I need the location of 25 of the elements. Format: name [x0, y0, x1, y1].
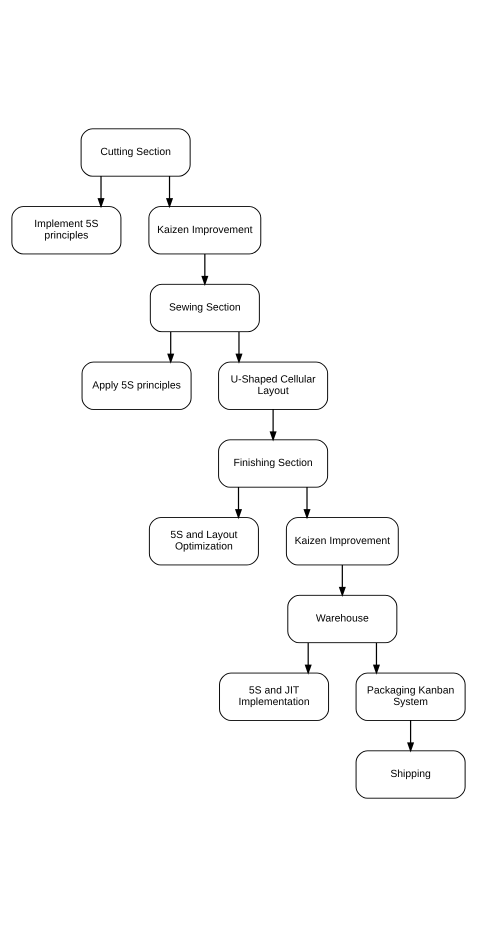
node-box: Apply 5S principles	[82, 361, 192, 410]
arrow	[303, 486, 311, 519]
node-box: Implement 5S principles	[11, 206, 122, 254]
node-box: U-Shaped Cellular Layout	[218, 361, 328, 410]
node-box: 5S and JIT Implementation	[219, 672, 330, 720]
node-box: 5S and Layout Optimization	[148, 516, 259, 565]
arrow	[270, 409, 277, 441]
node-box: Warehouse	[287, 594, 398, 643]
node-box: Sewing Section	[150, 283, 260, 332]
arrow	[338, 564, 346, 596]
node-box: Packaging Kanban System	[356, 672, 466, 720]
arrow	[234, 486, 242, 519]
arrow	[201, 254, 208, 286]
node-box: Cutting Section	[80, 128, 191, 176]
arrow	[167, 331, 174, 364]
node-box: Finishing Section	[218, 438, 328, 488]
arrow	[235, 331, 242, 364]
arrow	[372, 642, 380, 674]
arrow	[304, 642, 312, 674]
node-box: Shipping	[356, 750, 466, 798]
node-box: Kaizen Improvement	[286, 516, 399, 565]
node-box: Kaizen Improvement	[148, 206, 262, 254]
arrow	[97, 176, 105, 208]
arrow	[166, 176, 174, 208]
arrow	[407, 720, 414, 752]
